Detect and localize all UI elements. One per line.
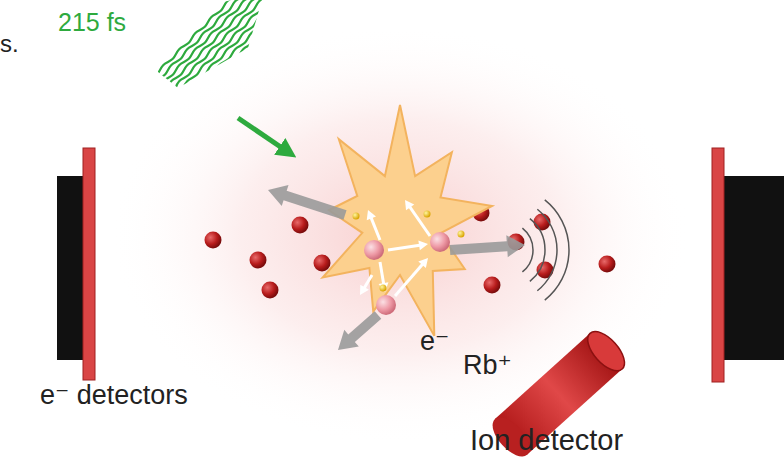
shock-waves bbox=[522, 200, 569, 300]
laser-pulse bbox=[143, 0, 359, 93]
detector-label: Ion detector bbox=[470, 424, 623, 457]
detector-body bbox=[722, 176, 784, 360]
laser-arrow bbox=[238, 118, 288, 152]
ion-label: Rb⁺ bbox=[463, 350, 512, 381]
electron-label: e⁻ bbox=[420, 326, 449, 357]
burst bbox=[323, 105, 492, 336]
atoms bbox=[353, 211, 465, 316]
detector-plate bbox=[712, 148, 724, 382]
detector-plate bbox=[83, 148, 95, 380]
detector-label: e⁻ detectors bbox=[40, 380, 188, 411]
cut-text: s. bbox=[0, 30, 19, 58]
grey-arrows bbox=[268, 185, 525, 350]
pulse-duration: 215 fs bbox=[58, 8, 126, 37]
inner-arrows bbox=[360, 200, 430, 296]
